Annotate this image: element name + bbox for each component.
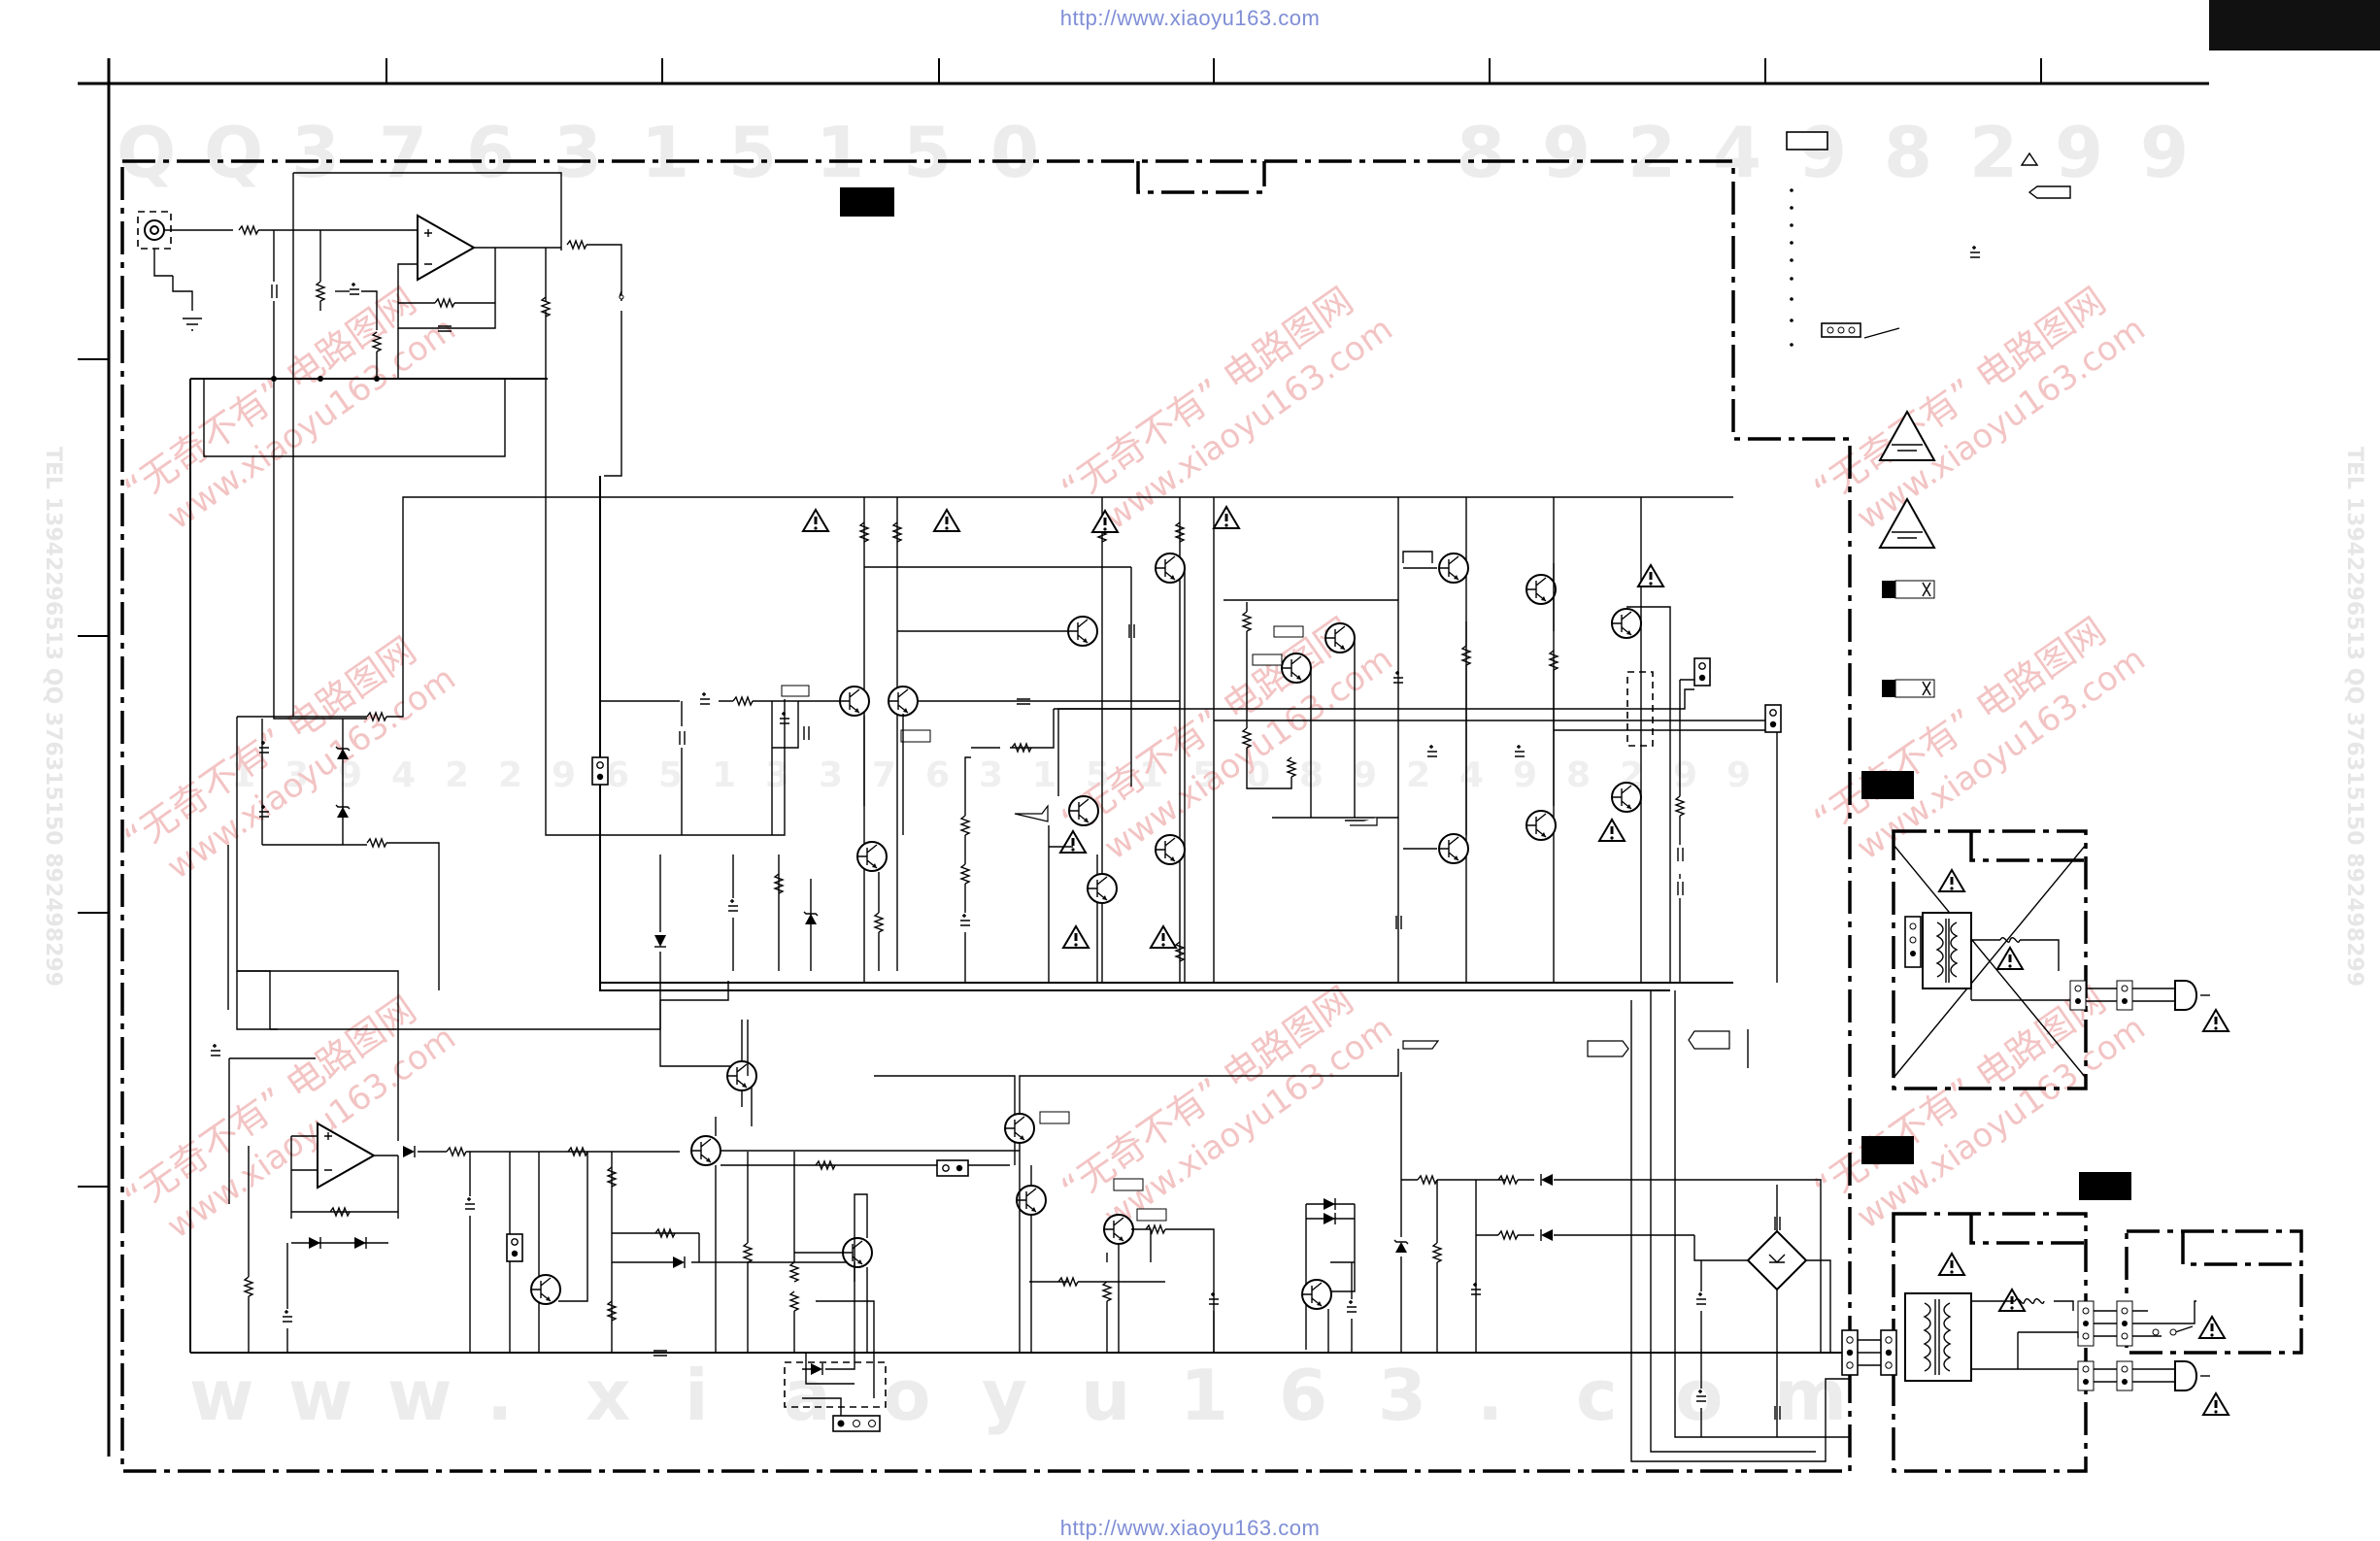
watermark-side-right: TEL 13942296513 QQ 376315150 892498299 bbox=[2342, 447, 2366, 987]
output-amplifier bbox=[591, 476, 1782, 991]
watermark-qq-char: 2 bbox=[1969, 112, 2018, 193]
watermark-www-char: u bbox=[1081, 1355, 1130, 1436]
watermark-mid-char: 5 bbox=[1192, 755, 1217, 795]
watermark-mid-char: 4 bbox=[1459, 755, 1484, 795]
watermark-mid-char: 2 bbox=[498, 755, 522, 795]
watermark-qq-char: 5 bbox=[728, 112, 777, 193]
watermark-mid-char: 1 bbox=[231, 755, 255, 795]
watermark-qq-char: Q bbox=[117, 112, 176, 193]
watermark-mid-char: 1 bbox=[1139, 755, 1163, 795]
watermark-mid-char: 5 bbox=[658, 755, 683, 795]
power-supply-section bbox=[1630, 990, 1897, 1462]
watermark-qq-char: 9 bbox=[1542, 112, 1591, 193]
transformer-box-upper bbox=[1904, 868, 2230, 1033]
lower-control-section bbox=[190, 854, 1850, 1432]
watermark-qq-char: 5 bbox=[903, 112, 952, 193]
watermark-mid-char: 4 bbox=[391, 755, 416, 795]
watermark-qq-char: 2 bbox=[1627, 112, 1676, 193]
watermark-mid-char: 6 bbox=[605, 755, 629, 795]
watermark-www-char: 1 bbox=[1180, 1355, 1228, 1436]
watermark-www-char: i bbox=[685, 1355, 709, 1436]
source-url-bottom[interactable]: http://www.xiaoyu163.com bbox=[1059, 1516, 1321, 1540]
watermark-qq-char: 9 bbox=[1798, 112, 1847, 193]
transformer-box-lower bbox=[1904, 1252, 2230, 1417]
watermark-www-char: y bbox=[982, 1355, 1027, 1436]
watermark-www-char: o bbox=[883, 1355, 930, 1436]
watermark-qq-char: 9 bbox=[2055, 112, 2103, 193]
watermark-mid-char: 9 bbox=[1673, 755, 1697, 795]
watermark-mid-char: 2 bbox=[1406, 755, 1430, 795]
watermark-mid-char: 1 bbox=[1032, 755, 1056, 795]
input-stage bbox=[137, 172, 786, 1353]
watermark-mid-char: 7 bbox=[872, 755, 896, 795]
watermark-qq-char: 7 bbox=[379, 112, 427, 193]
watermark-www-char: 6 bbox=[1279, 1355, 1327, 1436]
watermark-www-char: c bbox=[1576, 1355, 1618, 1436]
watermark-mid-char: 2 bbox=[445, 755, 469, 795]
watermark-qq-char: 8 bbox=[1884, 112, 1932, 193]
watermark-www-char: o bbox=[1675, 1355, 1723, 1436]
watermark-mid-char: 9 bbox=[552, 755, 576, 795]
drawing-border bbox=[78, 58, 2209, 1457]
watermark-mid-char: 1 bbox=[712, 755, 736, 795]
watermark-mid-char: 9 bbox=[1353, 755, 1377, 795]
watermark-www-char: m bbox=[1774, 1355, 1847, 1436]
watermark-mid-char: 6 bbox=[925, 755, 950, 795]
watermark-qq-char: 0 bbox=[990, 112, 1039, 193]
watermark-mid-char: 9 bbox=[1726, 755, 1751, 795]
watermark-mid-char: 3 bbox=[765, 755, 789, 795]
watermark-www-char: . bbox=[1477, 1355, 1503, 1436]
watermark-qq-char: 1 bbox=[816, 112, 864, 193]
watermark-side-left: TEL 13942296513 QQ 376315150 892498299 bbox=[41, 447, 65, 987]
watermark-mid-char: 3 bbox=[285, 755, 309, 795]
page-corner-tab bbox=[2209, 0, 2380, 50]
watermark-qq-char: 1 bbox=[641, 112, 689, 193]
section-label-blocks bbox=[840, 187, 2131, 1200]
watermark-qq-char: Q bbox=[204, 112, 263, 193]
watermark-www-char: x bbox=[586, 1355, 630, 1436]
watermark-qq-char: 4 bbox=[1713, 112, 1761, 193]
watermark-qq-char: 9 bbox=[2140, 112, 2189, 193]
watermark-www-char: w bbox=[189, 1355, 254, 1436]
watermark-mid-char: 9 bbox=[1513, 755, 1537, 795]
watermark-www-char: w bbox=[288, 1355, 353, 1436]
watermark-qq-char: 8 bbox=[1457, 112, 1505, 193]
watermark-mid-char: 3 bbox=[819, 755, 843, 795]
board-outline bbox=[120, 159, 2303, 1473]
watermark-mid-char: 3 bbox=[979, 755, 1003, 795]
watermark-mid-char: 8 bbox=[1566, 755, 1591, 795]
watermark-qq-char: 6 bbox=[466, 112, 515, 193]
watermark-www-char: a bbox=[784, 1355, 831, 1436]
watermark-www-char: . bbox=[486, 1355, 513, 1436]
watermark-mid-char: 5 bbox=[1086, 755, 1110, 795]
source-url-top[interactable]: http://www.xiaoyu163.com bbox=[1059, 6, 1321, 30]
watermark-mid-char: 9 bbox=[338, 755, 362, 795]
legend-area bbox=[1786, 131, 2071, 698]
watermark-www-char: 3 bbox=[1378, 1355, 1426, 1436]
watermark-qq-char: 3 bbox=[291, 112, 340, 193]
watermark-www-char: w bbox=[387, 1355, 453, 1436]
